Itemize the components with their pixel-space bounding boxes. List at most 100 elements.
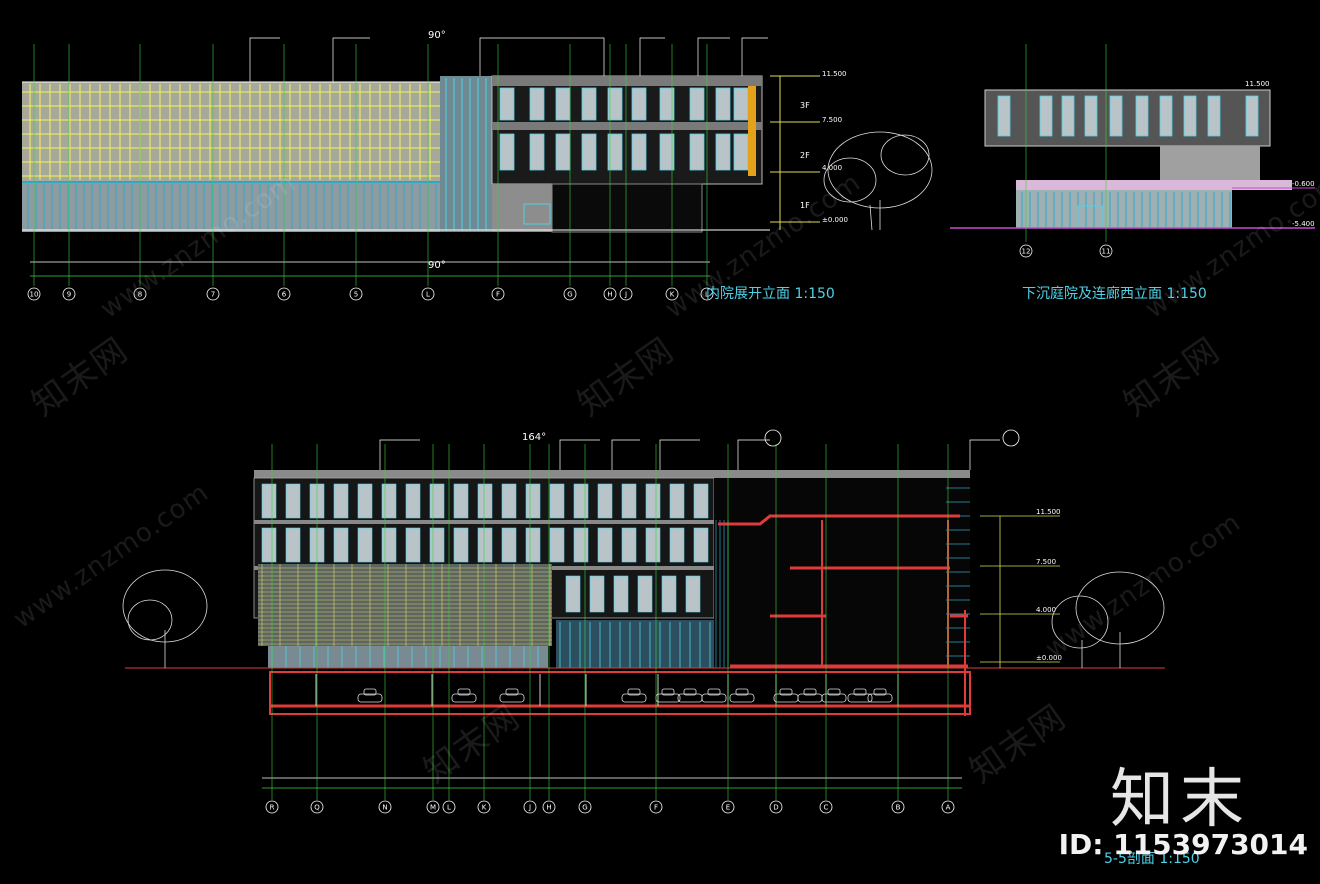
axis-label: L (447, 804, 451, 812)
car-icon (683, 688, 697, 696)
svg-text:4.000: 4.000 (822, 164, 842, 172)
axis-bubble (349, 287, 363, 301)
window (429, 527, 445, 563)
window (607, 87, 623, 121)
window (549, 483, 565, 519)
window (1183, 95, 1197, 137)
window (261, 527, 277, 563)
tree-icon (1051, 571, 1165, 668)
axis-bubble (819, 800, 833, 814)
floor-3f-label: 3F (800, 101, 810, 110)
axis-label: G (567, 291, 572, 299)
west-elevation-title: 下沉庭院及连廊西立面 1:150 (1022, 286, 1207, 302)
axis-bubble (442, 800, 456, 814)
tree-icon (122, 569, 208, 668)
section-title: 5-5剖面 1:150 (1104, 851, 1200, 867)
axis-label: M (430, 804, 436, 812)
window (1159, 95, 1173, 137)
window (405, 483, 421, 519)
window (589, 575, 605, 613)
axis-label: D (773, 804, 778, 812)
axis-bubble (133, 287, 147, 301)
axis-label: F (654, 804, 658, 812)
window (1135, 95, 1149, 137)
window (261, 483, 277, 519)
window (659, 133, 675, 171)
axis-label: 12 (1022, 248, 1031, 256)
window (549, 527, 565, 563)
axis-label: 7 (211, 291, 215, 299)
car-icon (701, 693, 727, 703)
window (555, 87, 571, 121)
axis-label: L (426, 291, 430, 299)
svg-text:11.500: 11.500 (1245, 80, 1270, 88)
window (1084, 95, 1098, 137)
svg-text:-5.400: -5.400 (1292, 220, 1315, 228)
axis-bubble (477, 800, 491, 814)
window (689, 87, 705, 121)
window (715, 133, 731, 171)
window (597, 483, 613, 519)
window (621, 483, 637, 519)
car-icon (661, 688, 675, 696)
car-icon (779, 688, 793, 696)
window (499, 87, 515, 121)
axis-bubble (563, 287, 577, 301)
tree-icon (823, 131, 933, 231)
window (715, 87, 731, 121)
window (357, 483, 373, 519)
window (1061, 95, 1075, 137)
window (581, 133, 597, 171)
window (357, 527, 373, 563)
axis-label: F (496, 291, 500, 299)
axis-label: K (482, 804, 487, 812)
window (659, 87, 675, 121)
window (501, 527, 517, 563)
axis-bubble (62, 287, 76, 301)
axis-label: L (705, 291, 709, 299)
window (1109, 95, 1123, 137)
axis-label: C (824, 804, 829, 812)
axis-bubble (603, 287, 617, 301)
window (381, 527, 397, 563)
window (429, 483, 445, 519)
car-icon (827, 688, 841, 696)
axis-bubble (206, 287, 220, 301)
svg-text:±0.000: ±0.000 (1036, 654, 1062, 662)
car-icon (729, 693, 755, 703)
floor-2f-label: 2F (800, 151, 810, 160)
window (453, 527, 469, 563)
window (573, 527, 589, 563)
inner-elevation-title: 内院展开立面 1:150 (706, 286, 835, 302)
car-icon (457, 688, 471, 696)
axis-label: 10 (30, 291, 39, 299)
axis-bubble (277, 287, 291, 301)
axis-bubble (619, 287, 633, 301)
axis-bubble (721, 800, 735, 814)
axis-label: H (546, 804, 551, 812)
axis-bubble (310, 800, 324, 814)
axis-bubble (523, 800, 537, 814)
axis-label: N (382, 804, 387, 812)
window (685, 575, 701, 613)
axis-label: B (896, 804, 901, 812)
window (645, 527, 661, 563)
window (477, 527, 493, 563)
window (733, 87, 749, 121)
window (555, 133, 571, 171)
svg-text:-0.600: -0.600 (1292, 180, 1315, 188)
window (997, 95, 1011, 137)
axis-label: J (624, 291, 627, 299)
car-icon (621, 693, 647, 703)
axis-label: E (726, 804, 730, 812)
car-icon (499, 693, 525, 703)
svg-text:4.000: 4.000 (1036, 606, 1056, 614)
axis-bubble (1019, 244, 1033, 258)
axis-bubble (941, 800, 955, 814)
window (613, 575, 629, 613)
axis-bubble (700, 287, 714, 301)
axis-label: G (582, 804, 587, 812)
